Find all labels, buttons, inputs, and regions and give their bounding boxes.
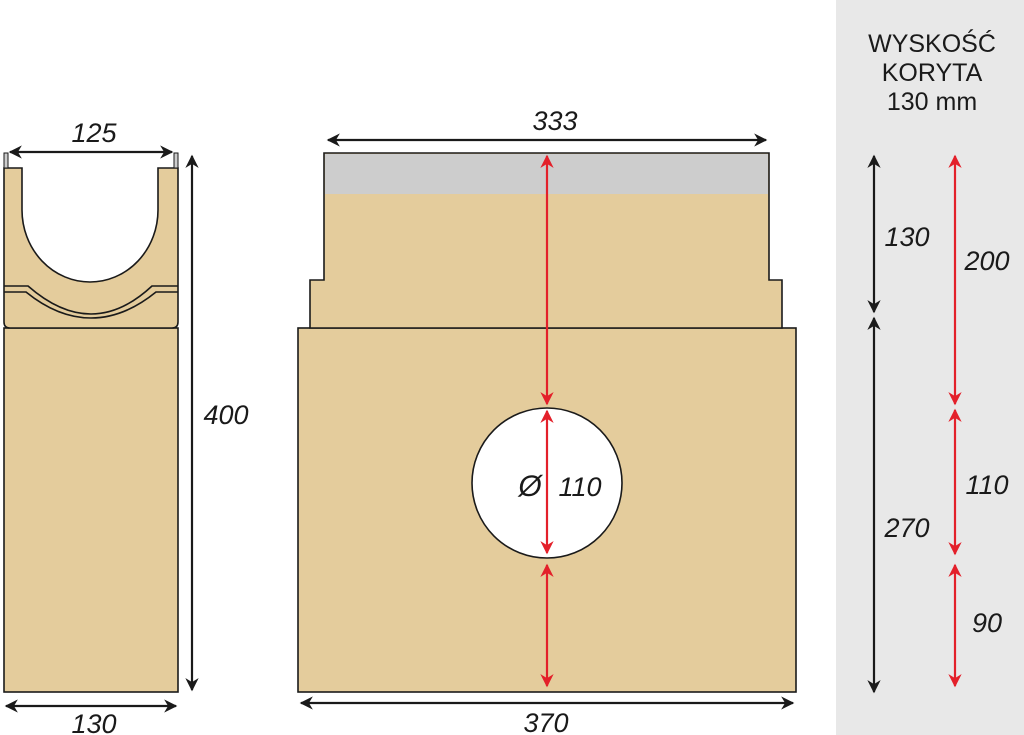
panel-dim-label-90: 90	[972, 608, 1002, 638]
side-view: 125 130 400	[3, 118, 249, 735]
side-lower-block	[3, 327, 179, 693]
panel-title-line3: 130 mm	[887, 88, 977, 116]
hole-diameter-label: 110	[558, 472, 601, 502]
side-joint-line	[4, 285, 178, 315]
front-dim-label-333: 333	[532, 106, 577, 136]
side-top-lip-right	[173, 152, 179, 169]
side-upper-channel	[3, 167, 179, 329]
side-dim-label-400: 400	[203, 400, 248, 430]
panel-dim-label-270: 270	[883, 513, 929, 543]
side-dim-label-125: 125	[71, 118, 117, 148]
panel-title-line1: WYSKOŚĆ	[868, 28, 996, 58]
info-panel-background	[836, 0, 1024, 735]
side-joint-line-2	[4, 291, 178, 319]
panel-dim-label-130: 130	[884, 222, 929, 252]
panel-dim-label-110: 110	[965, 470, 1008, 500]
info-panel: WYSKOŚĆ KORYTA 130 mm 130 270 200 110 90	[836, 0, 1024, 735]
hole-diameter-symbol: Ø	[517, 470, 543, 503]
front-view: Ø 110 333 370	[297, 106, 797, 735]
panel-dim-label-200: 200	[963, 246, 1009, 276]
side-dim-label-130: 130	[71, 709, 116, 735]
panel-title-line2: KORYTA	[882, 59, 983, 87]
side-top-lip-left	[3, 152, 9, 169]
front-dim-label-370: 370	[523, 708, 568, 735]
